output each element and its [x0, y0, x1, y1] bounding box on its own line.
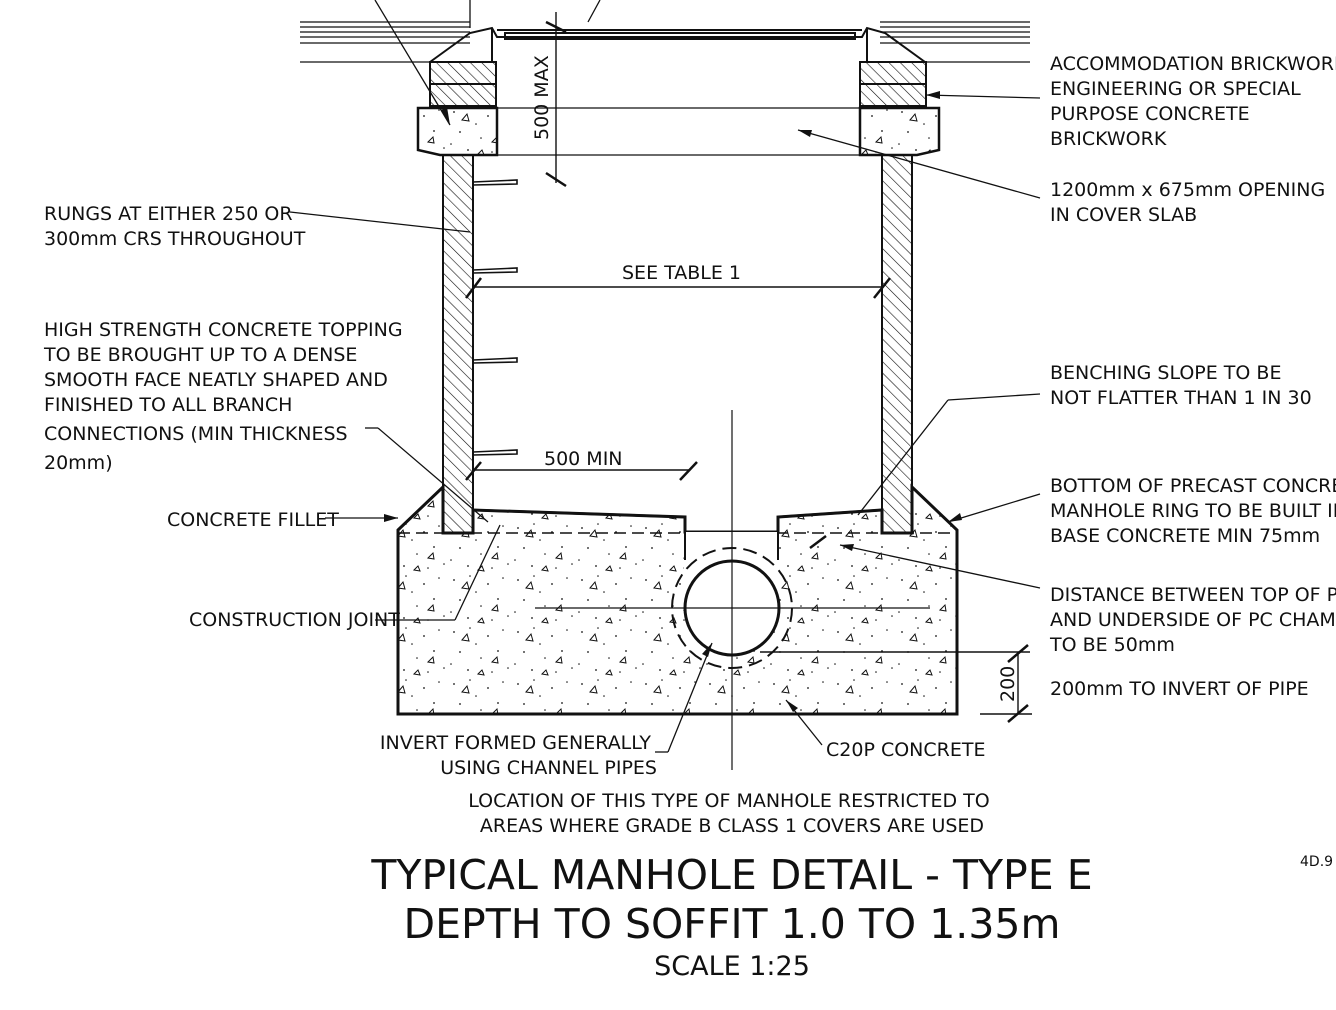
leader-arrowheads [384, 91, 962, 712]
drawing-code: 4D.9 [1300, 854, 1333, 870]
ground-surface-lines [300, 21, 1030, 63]
drawing-scale: SCALE 1:25 [654, 951, 810, 982]
invert-distance-label: 200mm TO INVERT OF PIPE [1050, 678, 1309, 700]
accommodation-brickwork [429, 61, 927, 107]
c20p-concrete-label: C20P CONCRETE [826, 739, 985, 761]
manhole-cover-frame [429, 26, 926, 63]
benching-label: BENCHING SLOPE TO BE NOT FLATTER THAN 1 … [1050, 362, 1312, 409]
location-note: LOCATION OF THIS TYPE OF MANHOLE RESTRIC… [468, 790, 996, 837]
outlet-pipe [535, 410, 930, 770]
opening-label: 1200mm x 675mm OPENING IN COVER SLAB [1050, 179, 1331, 226]
drawing-title: TYPICAL MANHOLE DETAIL - TYPE E [370, 851, 1092, 899]
drawing-subtitle: DEPTH TO SOFFIT 1.0 TO 1.35m [404, 900, 1061, 948]
cover-slab [416, 106, 941, 157]
dim-500-max: 500 MAX [531, 55, 553, 140]
dim-500-min: 500 MIN [544, 448, 623, 470]
dim-200: 200 [997, 666, 1019, 702]
rungs-label: RUNGS AT EITHER 250 OR 300mm CRS THROUGH… [44, 203, 306, 250]
leader-lines [289, 0, 1041, 753]
precast-chamber-walls [442, 154, 913, 534]
accommodation-brickwork-label: ACCOMMODATION BRICKWORK IN ENGINEERING O… [1050, 53, 1336, 150]
construction-joint-label: CONSTRUCTION JOINT [189, 609, 400, 631]
step-rungs [472, 179, 518, 456]
pipe-distance-label: DISTANCE BETWEEN TOP OF PIPE AND UNDERSI… [1049, 584, 1336, 656]
topping-label: HIGH STRENGTH CONCRETE TOPPING TO BE BRO… [43, 319, 409, 474]
base-concrete [396, 483, 959, 716]
precast-ring-label: BOTTOM OF PRECAST CONCRETE MANHOLE RING … [1050, 475, 1336, 547]
concrete-fillet-label: CONCRETE FILLET [167, 509, 339, 531]
dimension-lines [465, 12, 1032, 723]
invert-formed-label: INVERT FORMED GENERALLY USING CHANNEL PI… [380, 732, 657, 779]
dim-see-table: SEE TABLE 1 [622, 262, 741, 284]
